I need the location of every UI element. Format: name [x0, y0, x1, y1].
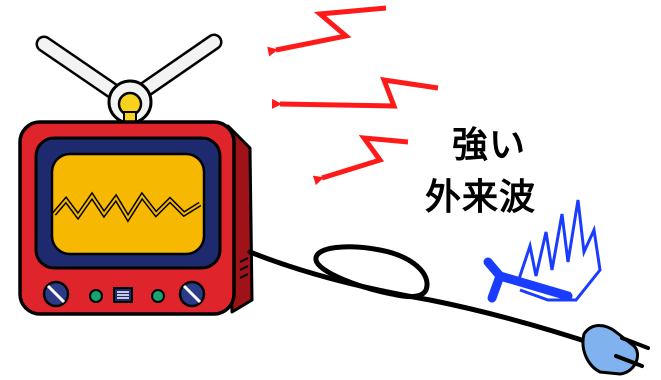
tv-control-panel: [42, 280, 206, 308]
speaker-grill-icon: [113, 287, 133, 303]
tv-screen: [50, 152, 206, 256]
blue-zigzag: [516, 199, 602, 302]
left-led-icon: [89, 289, 103, 303]
power-plug-icon: [581, 324, 650, 376]
noise-wave-arrow: [483, 199, 602, 303]
radio-wave-arrows: [267, 5, 439, 186]
antenna: [35, 33, 223, 125]
red-wave-2: [271, 76, 439, 109]
red-wave-3: [312, 135, 409, 186]
tv-side-grill: [239, 257, 249, 279]
power-cable: [247, 244, 603, 349]
left-knob-icon: [42, 280, 70, 308]
red-wave-1: [267, 5, 387, 57]
label-external-wave: 外来波: [425, 177, 537, 218]
right-knob-icon: [178, 280, 206, 308]
cable-loop: [313, 244, 430, 300]
label-strong: 強い: [452, 125, 527, 166]
television-icon: [18, 120, 254, 316]
blue-arrow: [495, 271, 573, 301]
right-led-icon: [151, 289, 165, 303]
